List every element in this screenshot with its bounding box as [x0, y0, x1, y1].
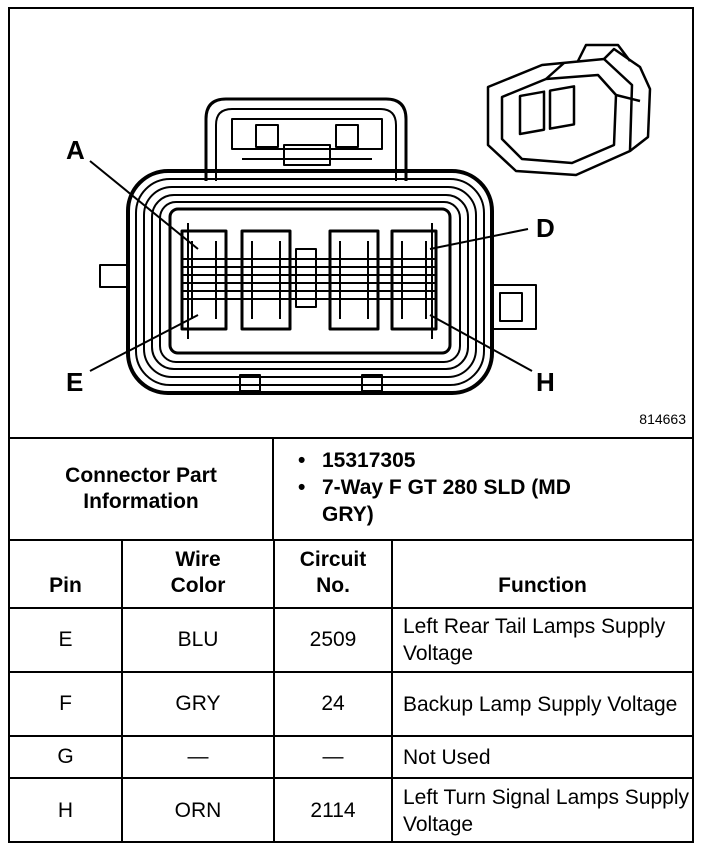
pin-label-d: D	[536, 213, 555, 243]
header-pin: Pin	[10, 539, 123, 609]
connector-description: 7-Way F GT 280 SLD (MD GRY)	[322, 476, 571, 526]
pin-cell: E	[10, 607, 123, 673]
function-cell: Backup Lamp Supply Voltage	[391, 671, 692, 737]
circuit-cell: 24	[273, 671, 393, 737]
circuit-cell: —	[273, 735, 393, 779]
header-function: Function	[391, 539, 692, 609]
connector-figure: A D E H 814663	[10, 9, 692, 437]
connector-part-info: Connector Part Information • 15317305 • …	[10, 437, 692, 539]
pin-table: Pin Wire Color Circuit No. Function E BL…	[10, 539, 692, 842]
connector-face-drawing	[89, 43, 652, 395]
table-row: F GRY 24 Backup Lamp Supply Voltage	[10, 671, 692, 737]
info-item: • 7-Way F GT 280 SLD (MD GRY)	[298, 474, 678, 528]
bullet-icon: •	[298, 449, 306, 472]
connector-sheet: A D E H 814663 Connector Part Informatio…	[8, 7, 694, 843]
pin-label-e: E	[66, 367, 84, 397]
connector-info-title: Connector Part Information	[10, 439, 274, 539]
circuit-cell: 2114	[273, 777, 393, 842]
header-circuit: Circuit No.	[273, 539, 393, 609]
function-cell: Left Rear Tail Lamps Supply Voltage	[391, 607, 692, 673]
wire-color-cell: BLU	[121, 607, 275, 673]
table-row: H ORN 2114 Left Turn Signal Lamps Supply…	[10, 777, 692, 842]
info-item: • 15317305	[298, 447, 678, 474]
pin-cell: H	[10, 777, 123, 842]
wire-color-cell: ORN	[121, 777, 275, 842]
pin-label-h: H	[536, 367, 555, 397]
pin-cell: G	[10, 735, 123, 779]
pin-cell: F	[10, 671, 123, 737]
header-wire-color: Wire Color	[121, 539, 275, 609]
function-cell: Not Used	[391, 735, 692, 779]
wire-color-cell: GRY	[121, 671, 275, 737]
function-cell: Left Turn Signal Lamps Supply Voltage	[391, 777, 692, 842]
figure-id: 814663	[639, 411, 686, 427]
pin-label-a: A	[66, 135, 85, 165]
circuit-cell: 2509	[273, 607, 393, 673]
connector-info-list: • 15317305 • 7-Way F GT 280 SLD (MD GRY)	[298, 447, 678, 528]
wire-color-cell: —	[121, 735, 275, 779]
table-row: G — — Not Used	[10, 735, 692, 779]
pin-table-header-row: Pin Wire Color Circuit No. Function	[10, 539, 692, 609]
part-number: 15317305	[322, 449, 416, 472]
table-row: E BLU 2509 Left Rear Tail Lamps Supply V…	[10, 607, 692, 673]
bullet-icon: •	[298, 476, 306, 499]
